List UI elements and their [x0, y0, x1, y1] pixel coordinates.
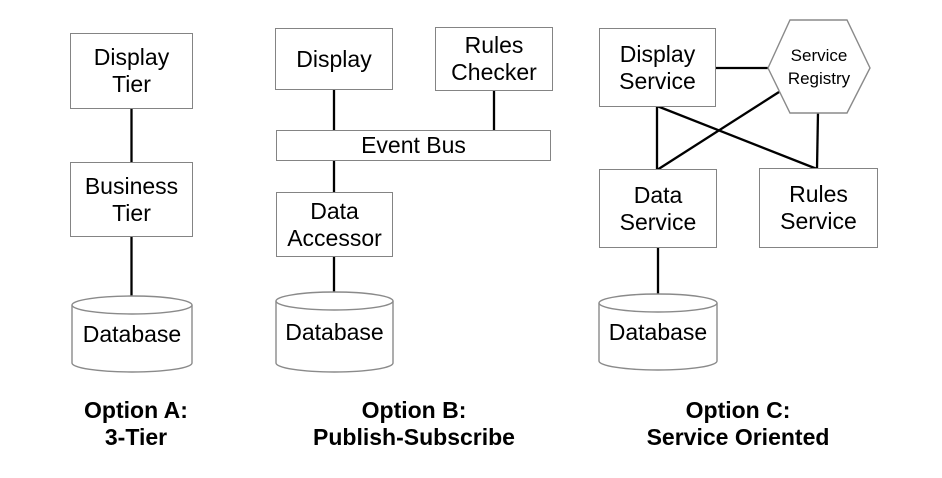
- node-label-line: Service: [619, 208, 697, 235]
- node-display-tier: Display Tier: [70, 33, 193, 109]
- caption-line: Service Oriented: [646, 424, 830, 450]
- node-label-line: Data: [633, 181, 683, 208]
- edge-service-registry-rules-service: [815, 111, 820, 170]
- database-cylinder-option-c: [598, 293, 718, 371]
- node-display: Display: [275, 28, 393, 90]
- node-label-line: Service: [780, 208, 857, 234]
- caption-option-a: Option A: 3-Tier: [16, 397, 256, 451]
- node-label-line: Tier: [112, 71, 151, 97]
- node-label-line: Display: [93, 44, 170, 70]
- node-label-line: Display: [619, 40, 696, 67]
- node-label-line: Checker: [451, 59, 537, 85]
- edge-service-registry-data-service: [656, 91, 780, 171]
- caption-line: Option B:: [361, 397, 467, 423]
- cylinder-body: [275, 301, 394, 373]
- caption-line: Option C:: [685, 397, 791, 423]
- node-data-accessor: Data Accessor: [276, 192, 393, 257]
- node-rules-checker: Rules Checker: [435, 27, 553, 91]
- node-display-service: Display Service: [599, 28, 716, 107]
- node-label-line: Accessor: [287, 224, 382, 251]
- cylinder-top: [71, 295, 193, 315]
- node-label-line: Business: [84, 172, 179, 199]
- database-cylinder-option-b: [275, 291, 394, 373]
- node-label-line: Event Bus: [361, 132, 466, 158]
- node-label-line: Display: [296, 45, 372, 72]
- caption-line: Publish-Subscribe: [313, 424, 515, 450]
- cylinder-top: [598, 293, 718, 313]
- node-event-bus: Event Bus: [276, 130, 551, 161]
- caption-option-c: Option C: Service Oriented: [618, 397, 858, 451]
- cylinder-top: [275, 291, 394, 311]
- node-label-line: Rules: [464, 32, 524, 58]
- cylinder-body: [598, 303, 718, 371]
- cylinder-body: [71, 305, 193, 373]
- node-label-line: Data: [310, 197, 359, 224]
- node-label-line: Service: [619, 67, 696, 94]
- node-business-tier: Business Tier: [70, 162, 193, 237]
- connector-lines: [130, 66, 820, 300]
- caption-line: Option A:: [84, 397, 188, 423]
- database-cylinder-option-a: [71, 295, 193, 373]
- cylinder-shapes: [71, 291, 718, 373]
- node-data-service: Data Service: [599, 169, 717, 248]
- node-label-line: Tier: [112, 199, 151, 226]
- caption-line: 3-Tier: [104, 424, 168, 450]
- node-rules-service: Rules Service: [759, 168, 878, 248]
- edge-display-service-rules-service: [656, 104, 818, 171]
- service-registry-hexagon: [767, 19, 871, 114]
- caption-option-b: Option B: Publish-Subscribe: [294, 397, 534, 451]
- node-label-line: Rules: [789, 181, 848, 207]
